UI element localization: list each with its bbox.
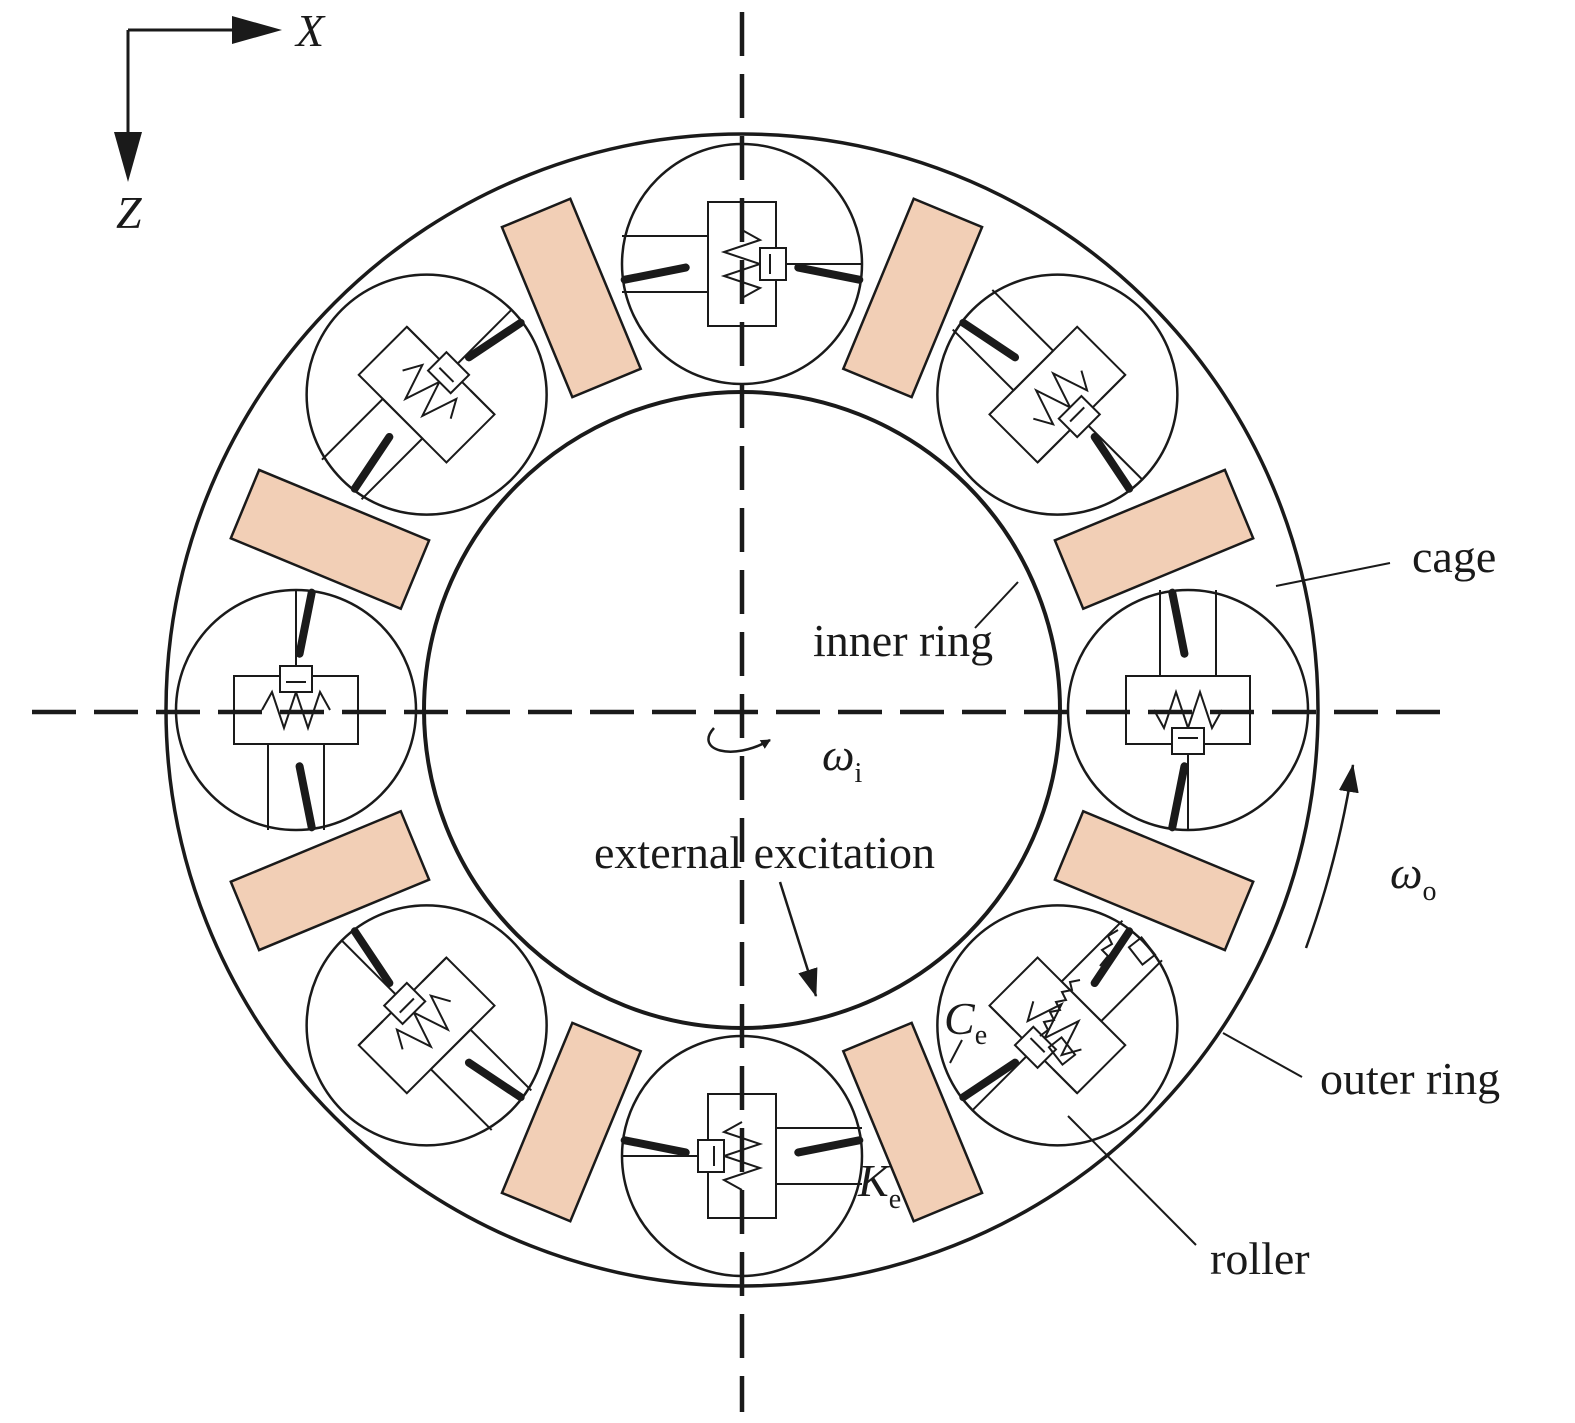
cage-pocket [841,197,984,399]
cage-bar [350,927,394,988]
spring-damper-model [622,201,862,327]
roller-leader-line [1067,1115,1197,1246]
z-axis-label: Z [116,187,142,238]
outer-ring-leader-line [1222,1032,1303,1078]
cage-bar [1168,588,1189,658]
inner-ring-leader-line [974,581,1019,629]
external-excitation-label: external excitation [594,827,935,878]
roller-circle [305,904,548,1147]
cage-pocket [1053,468,1255,611]
cage-bars [295,263,1189,1157]
cage-bar [620,1136,690,1157]
x-axis-label: X [294,5,326,56]
cage-bar [794,1136,864,1157]
spring-damper-model [952,289,1143,481]
roller [305,904,548,1147]
spring-damper-model [971,920,1163,1111]
ce-leader-line [949,1039,963,1064]
cage-bar [620,263,690,284]
cage-pocket [229,809,431,952]
cage-bar [959,318,1020,362]
external-excitation-arrow-icon [778,881,818,997]
cage-pocket [500,197,643,399]
inner-ring-label: inner ring [813,615,993,666]
omega-i-label: ωi [822,729,862,789]
omega-o-label: ωo [1390,847,1436,907]
coordinate-axes: X Z [114,5,326,238]
roller [936,904,1179,1147]
cage-pocket [1053,809,1255,952]
cage-bar [464,318,525,362]
roller [936,273,1179,516]
external-spring-damper [1039,929,1157,1066]
cage-bar [295,762,316,832]
roller-label: roller [1210,1233,1310,1284]
rotation-arrow-icon [707,727,771,753]
cage-bar [794,263,864,284]
cage-pocket [229,468,431,611]
cage-bar [464,1058,525,1102]
outer-rotation-arrow-icon [1304,764,1359,949]
x-axis-arrow-icon [232,16,282,44]
cage-leader-line [1275,562,1391,587]
cage-bar [295,588,316,658]
cage-pockets [229,197,1255,1223]
cage-pocket [500,1021,643,1223]
cage-bar [1168,762,1189,832]
cage-bar [959,1058,1020,1102]
cage-bar [1090,432,1134,493]
outer-rotation-indicator: ωo [1304,764,1436,949]
cage-pocket [841,1021,984,1223]
inner-rotation-indicator: ωi [707,727,862,789]
ke-label: Ke [857,1155,901,1215]
z-axis-arrow-icon [114,132,142,182]
cage-bar [350,432,394,493]
cage-bar [1090,927,1134,988]
cage-label: cage [1412,531,1496,582]
ce-label: Ce [944,993,987,1051]
outer-ring-label: outer ring [1320,1053,1500,1104]
